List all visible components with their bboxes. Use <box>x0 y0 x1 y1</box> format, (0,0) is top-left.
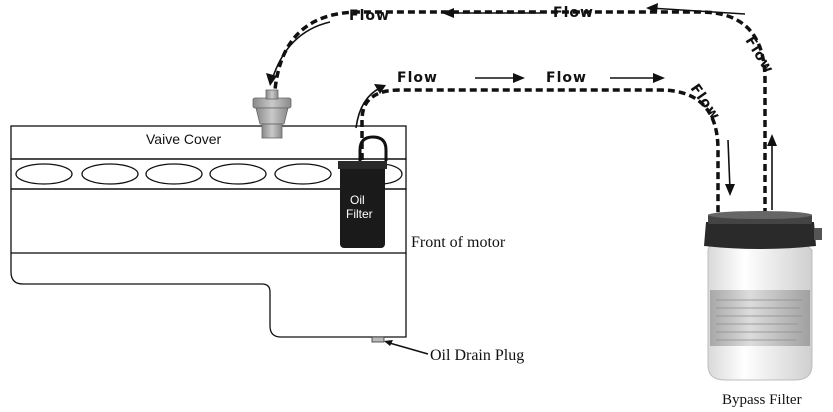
arrow-left-icon <box>646 3 658 13</box>
arrow-up-icon <box>767 134 777 146</box>
flow-arrows <box>266 3 777 210</box>
cylinder <box>15 163 73 185</box>
flow-label-top-left: Flow <box>349 8 390 24</box>
valve-cover-label: Vaive Cover <box>146 131 222 147</box>
oil-filter-label-line2: Filter <box>346 207 373 221</box>
bypass-filter-cap <box>704 222 816 249</box>
engine-block <box>10 188 407 254</box>
front-of-motor-label: Front of motor <box>411 234 506 251</box>
oil-pan <box>10 253 407 338</box>
arrow-right-icon <box>513 73 525 83</box>
oil-drain-plug <box>371 336 385 343</box>
flow-label-inner-middle: Flow <box>546 70 587 86</box>
cylinder <box>209 163 267 185</box>
flow-lines <box>273 10 767 215</box>
drain-plug-pointer <box>385 341 429 355</box>
cylinder <box>81 163 139 185</box>
arrow-left-icon <box>442 8 454 18</box>
arrow-down-icon <box>725 184 735 196</box>
engine: Vaive Cover Oil Drain Plug Front of moto… <box>10 125 524 364</box>
bypass-filter-label-band <box>710 290 810 346</box>
flow-label-inner-left: Flow <box>397 70 438 86</box>
oil-filter-label-line1: Oil <box>350 193 365 207</box>
supply-line <box>360 88 720 215</box>
oil-filter: Oil Filter <box>338 135 388 248</box>
bypass-filter <box>704 211 822 381</box>
flow-label-right-vertical: Flow <box>742 34 777 77</box>
drain-plug-pointer-head <box>384 340 393 346</box>
arrow-down-icon <box>266 73 277 86</box>
cylinder <box>274 163 332 185</box>
valve-cover-fitting <box>252 89 292 139</box>
drain-plug-label: Oil Drain Plug <box>430 347 524 364</box>
arrow-right-icon <box>653 73 665 83</box>
flow-labels: Flow Flow Flow Flow Flow Flow <box>349 5 777 124</box>
arrow-up-right-icon <box>374 84 386 94</box>
return-line <box>273 10 767 215</box>
cylinder <box>145 163 203 185</box>
bypass-filter-label: Bypass Filter <box>722 392 802 408</box>
flow-label-top-right: Flow <box>553 5 594 21</box>
flow-label-inner-right: Flow <box>687 81 724 124</box>
